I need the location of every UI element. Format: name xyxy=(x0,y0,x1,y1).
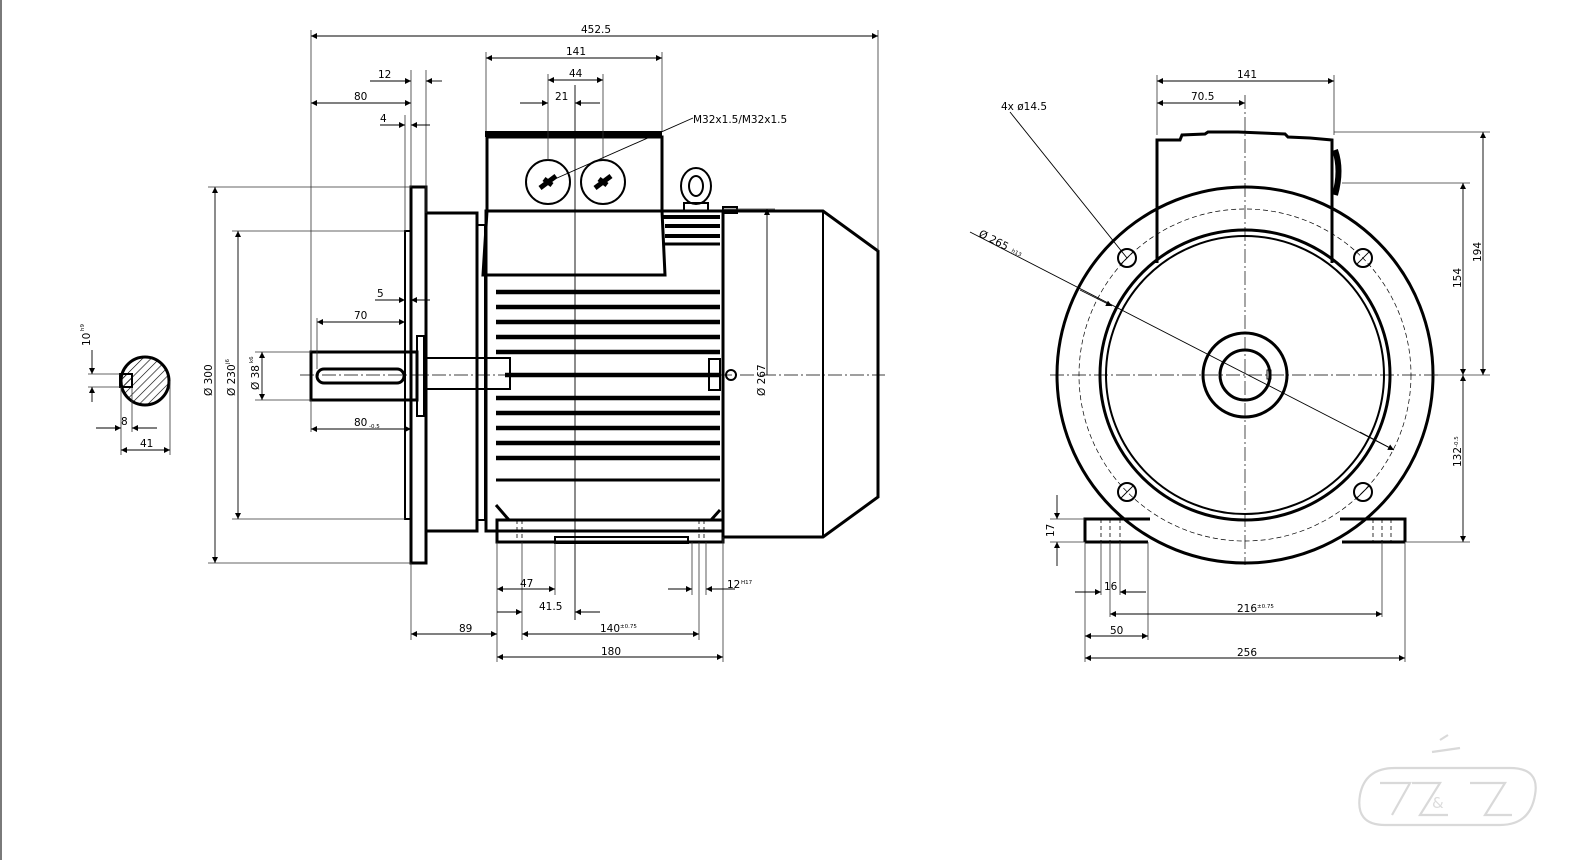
dim-spigot-dia-tol: j6 xyxy=(225,358,231,365)
dim-shaft-length: 80 xyxy=(354,417,367,429)
dim-key-width: 10 xyxy=(81,333,93,346)
fan-cover xyxy=(721,209,880,539)
dim-spigot-dia: Ø 230 xyxy=(226,364,238,396)
dim-foot-hole: 12 xyxy=(727,579,740,591)
dim-shaft-height-tol: -0.5 xyxy=(1454,436,1460,447)
dim-box-half: 70.5 xyxy=(1191,91,1214,103)
dim-end-foot-hole-spacing-tol: ±0.75 xyxy=(1257,604,1274,610)
terminal-box-base xyxy=(481,209,667,277)
dim-body-dia: Ø 267 xyxy=(756,364,768,396)
page-frame-edge xyxy=(0,0,2,860)
shaft-keyway xyxy=(315,367,406,385)
dim-cable-glands: M32x1.5/M32x1.5 xyxy=(693,114,787,126)
dim-shaft-dia: Ø 38 xyxy=(250,365,262,390)
shaft-cross-section xyxy=(88,350,171,455)
dim-gland-spacing: 44 xyxy=(569,68,583,80)
terminal-box-lid xyxy=(485,131,662,137)
dim-foot-hole-offset: 47 xyxy=(520,578,533,590)
dim-box-center: 154 xyxy=(1452,268,1464,288)
dim-box-width: 141 xyxy=(1237,69,1257,81)
dim-terminal-box-width: 141 xyxy=(566,46,586,58)
dim-overall-length: 452.5 xyxy=(581,24,611,36)
dim-foot-hole-tol: H17 xyxy=(741,580,753,586)
dim-shaft-height-section: 41 xyxy=(140,438,153,450)
dim-flange-holes: 4x ø14.5 xyxy=(1001,101,1047,113)
dim-pcd: Ø 265 xyxy=(977,228,1011,253)
lifting-eye xyxy=(680,167,712,205)
end-view xyxy=(1050,95,1440,565)
dim-foot-width: 50 xyxy=(1110,625,1123,637)
watermark-logo xyxy=(1358,734,1537,827)
end-view-dimensions xyxy=(969,75,1490,662)
side-view xyxy=(300,85,885,620)
dim-key-width-tol: h9 xyxy=(80,324,86,331)
dim-spigot-depth: 5 xyxy=(377,288,384,300)
bearing-shield xyxy=(424,211,479,533)
dim-shaft-dia-tol: k6 xyxy=(249,356,255,363)
dim-foot-thickness: 17 xyxy=(1045,524,1057,537)
dim-foot-length: 180 xyxy=(601,646,621,658)
flange-bolt-holes xyxy=(1117,248,1373,502)
side-view-dimensions xyxy=(208,30,879,662)
dim-box-height: 194 xyxy=(1472,242,1484,262)
dim-key-length: 70 xyxy=(354,310,367,322)
shaft xyxy=(309,350,419,402)
dim-foot-hole-spacing-tol: ±0.75 xyxy=(620,624,637,630)
terminal-box xyxy=(485,135,664,213)
dim-spigot: 4 xyxy=(380,113,387,125)
dim-foot-hole-spacing: 140 xyxy=(600,623,620,635)
dim-base-width: 256 xyxy=(1237,647,1257,659)
dim-gland-offset: 21 xyxy=(555,91,568,103)
dim-pcd-tol: h13 xyxy=(1010,248,1023,258)
watermark-ampersand: & xyxy=(1432,794,1444,812)
dim-key-depth: 8 xyxy=(121,416,128,428)
motor-frame xyxy=(484,209,725,533)
dim-shaft-height: 132 xyxy=(1452,447,1464,467)
dim-flange-dia: Ø 300 xyxy=(203,364,215,396)
dim-end-foot-hole-spacing: 216 xyxy=(1237,603,1257,615)
dim-flange-thickness: 12 xyxy=(378,69,391,81)
dim-end-foot-hole: 16 xyxy=(1104,581,1118,593)
dim-shaft-to-flange: 80 xyxy=(354,91,367,103)
dim-flange-to-foot: 89 xyxy=(459,623,472,635)
dim-foot-to-box-center: 41.5 xyxy=(539,601,562,613)
key-section xyxy=(119,373,133,388)
dim-shaft-length-tol: -0.5 xyxy=(369,424,380,430)
terminal-box-end xyxy=(1155,130,1334,263)
